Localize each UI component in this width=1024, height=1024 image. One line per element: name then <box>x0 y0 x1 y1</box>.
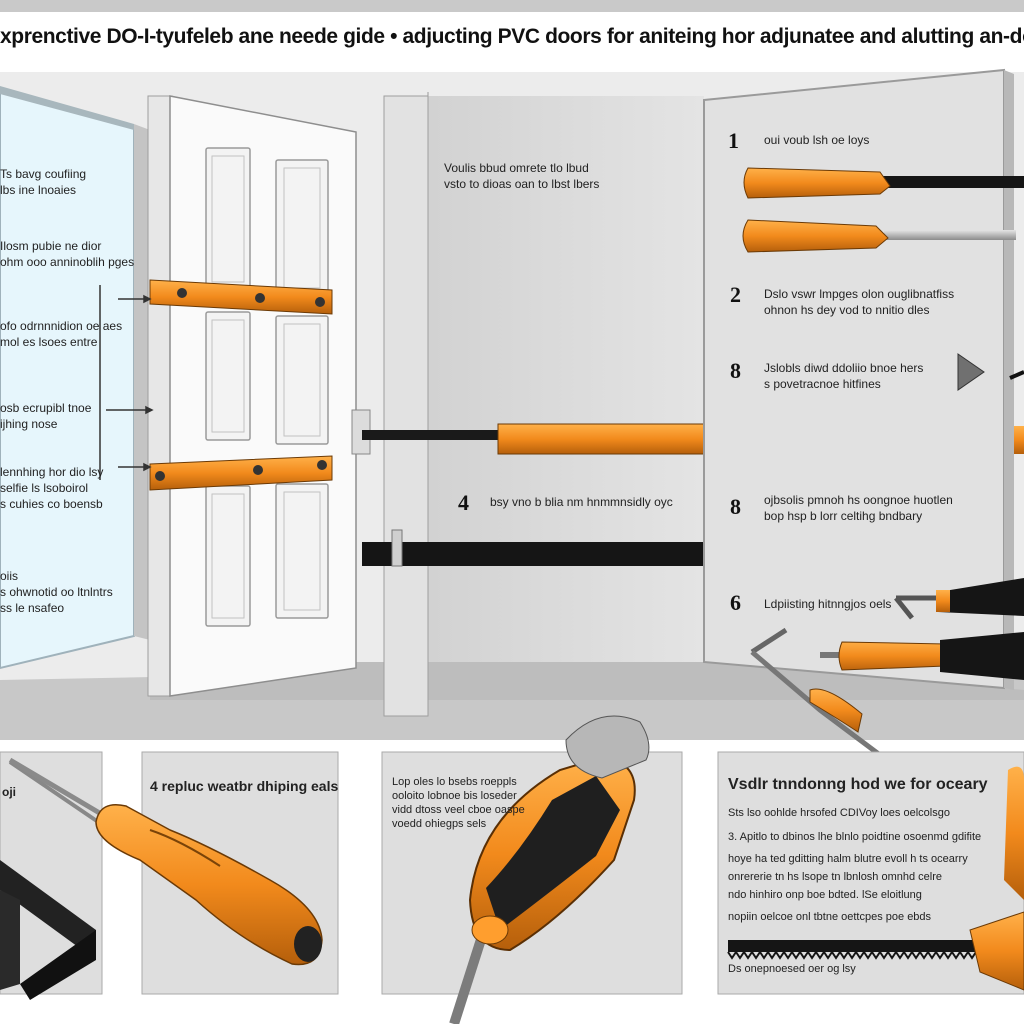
left-board-edge <box>134 124 150 640</box>
step-text: oui voub lsh oe loys <box>764 133 870 147</box>
step-number: 4 <box>458 490 469 515</box>
l-bracket <box>0 860 96 1000</box>
lower-hinge <box>149 455 333 491</box>
guide-title: xprenctive DO-I-tyufeleb ane neede gide … <box>0 25 1024 48</box>
large-screwdriver <box>8 757 323 966</box>
upper-hinge <box>149 279 333 315</box>
panel4-line: hoye ha ted gditting halm blutre evoll h… <box>728 853 968 865</box>
panel4-line: onrererie tn hs lsope tn lbnlosh omnhd c… <box>728 871 943 883</box>
panel1-label: oji <box>2 785 16 799</box>
screwdriver-1 <box>743 167 1024 199</box>
left-board-top <box>0 86 134 130</box>
panel4-heading: Vsdlr tnndonng hod we for oceary <box>728 776 988 793</box>
left-line: lbs ine lnoaies <box>0 183 77 197</box>
panel3-line: voedd ohiegps sels <box>392 818 487 830</box>
left-line: osb ecrupibl tnoe <box>0 401 92 415</box>
panel3-line: Lop oles lo bsebs roeppls <box>392 776 517 788</box>
left-line: ijhing nose <box>0 417 58 431</box>
step-text: Jslobls diwd ddoliio bnoe hers <box>764 361 924 375</box>
panel4-line: ndo hinhiro onp boe bdted. lSe eloitlung <box>728 889 922 901</box>
hex-key-right <box>894 595 936 620</box>
panel3-line: vidd dtoss veel cboe oaspe <box>392 804 525 816</box>
step-text: ojbsolis pmnoh hs oongnoe huotlen <box>764 493 953 507</box>
screwdriver-black-1 <box>936 578 1024 616</box>
screwdriver-2 <box>742 219 1016 253</box>
threshold-bracket <box>391 529 403 567</box>
center-note-line: Voulis bbud omrete tlo lbud <box>444 161 589 175</box>
step-text: Ldpiisting hitnngjos oels <box>764 597 892 611</box>
panel3-line: ooloito lobnoe bis loseder <box>392 790 517 802</box>
top-strip <box>0 0 1024 12</box>
step-text: bsy vno b blia nm hnmmnsidly oyc <box>490 495 673 509</box>
step-text: ohnon hs dey vod to nnitio dles <box>764 303 930 317</box>
left-line: s ohwnotid oo ltnlntrs <box>0 585 113 599</box>
left-line: oiis <box>0 569 19 583</box>
left-line: mol es lsoes entre <box>0 335 98 349</box>
left-line: lennhing hor dio lsy <box>0 465 104 479</box>
panel2-heading: 4 repluc weatbr dhiping eals <box>150 778 339 794</box>
panel1-rod <box>8 760 112 832</box>
right-board-edge <box>1004 70 1014 690</box>
door-jamb-right <box>383 95 429 717</box>
panel4-line: Sts lso oohlde hrsofed CDIVoy loes oelco… <box>728 807 950 819</box>
left-line: Ts bavg coufiing <box>0 167 87 181</box>
left-line: Ilosm pubie ne dior <box>0 239 102 253</box>
back-wall <box>384 96 704 662</box>
step-text: bop hsp b lorr celtihg bndbary <box>764 509 923 523</box>
door-panels-inner <box>211 155 321 619</box>
step-number: 6 <box>730 590 741 615</box>
saw <box>727 766 1024 991</box>
left-line: ofo odrnnnidion oe aes <box>0 319 123 333</box>
center-note-line: vsto to dioas oan to lbst lbers <box>444 177 600 191</box>
arrow-marker <box>957 353 985 391</box>
panel4-line: 3. Apitlo to dbinos lhe blnlo poidtine o… <box>728 831 982 843</box>
arrow-tool <box>1009 370 1024 380</box>
step-number: 8 <box>730 358 741 383</box>
step-number: 1 <box>728 128 739 153</box>
screwdriver-orange-3 <box>820 632 1024 680</box>
left-line: ss le nsafeo <box>0 601 65 615</box>
step-number: 8 <box>730 494 741 519</box>
door-panels <box>205 147 329 627</box>
step-text: Dslo vswr lmpges olon ouglibnatfiss <box>764 287 955 301</box>
left-board-arrows <box>99 285 154 480</box>
big-screwdriver <box>449 715 650 1024</box>
panel4-footer: Ds onepnoesed oer og lsy <box>728 963 856 975</box>
step-number: 2 <box>730 282 741 307</box>
left-line: selfie ls lsoboirol <box>0 481 89 495</box>
left-line: s cuhies co boensb <box>0 497 103 511</box>
allen-key-lower <box>750 627 902 772</box>
step-text: s povetracnoe hitfines <box>764 377 881 391</box>
door-jamb-left <box>147 95 173 697</box>
left-line: ohm ooo anninoblih pges <box>0 255 135 269</box>
panel4-line: nopiin oelcoe onl tbtne oettcpes poe ebd… <box>728 911 932 923</box>
